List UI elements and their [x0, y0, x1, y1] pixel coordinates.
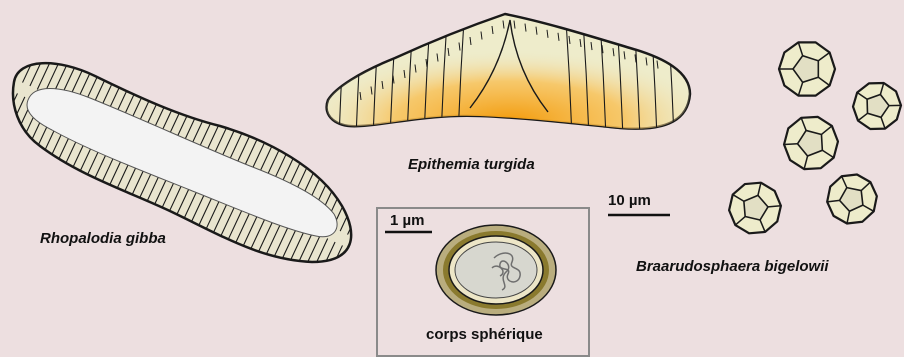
braarudosphaera-cell [784, 117, 838, 169]
scale-label-10um: 10 µm [608, 192, 651, 209]
label-braarudosphaera-bigelowii: Braarudosphaera bigelowii [636, 258, 829, 275]
label-epithemia-turgida: Epithemia turgida [408, 156, 535, 173]
braarudosphaera-cells [729, 42, 901, 233]
braarudosphaera-cell [779, 42, 835, 95]
rhopalodia-gibba-cell [0, 34, 370, 295]
label-spheroid-body: corps sphérique [426, 326, 543, 343]
label-rhopalodia-gibba: Rhopalodia gibba [40, 230, 166, 247]
braarudosphaera-cell [729, 183, 781, 234]
epithemia-turgida-cell [320, 10, 700, 140]
scale-label-1um: 1 µm [390, 212, 425, 229]
braarudosphaera-cell [827, 175, 877, 224]
braarudosphaera-cell [853, 83, 901, 129]
